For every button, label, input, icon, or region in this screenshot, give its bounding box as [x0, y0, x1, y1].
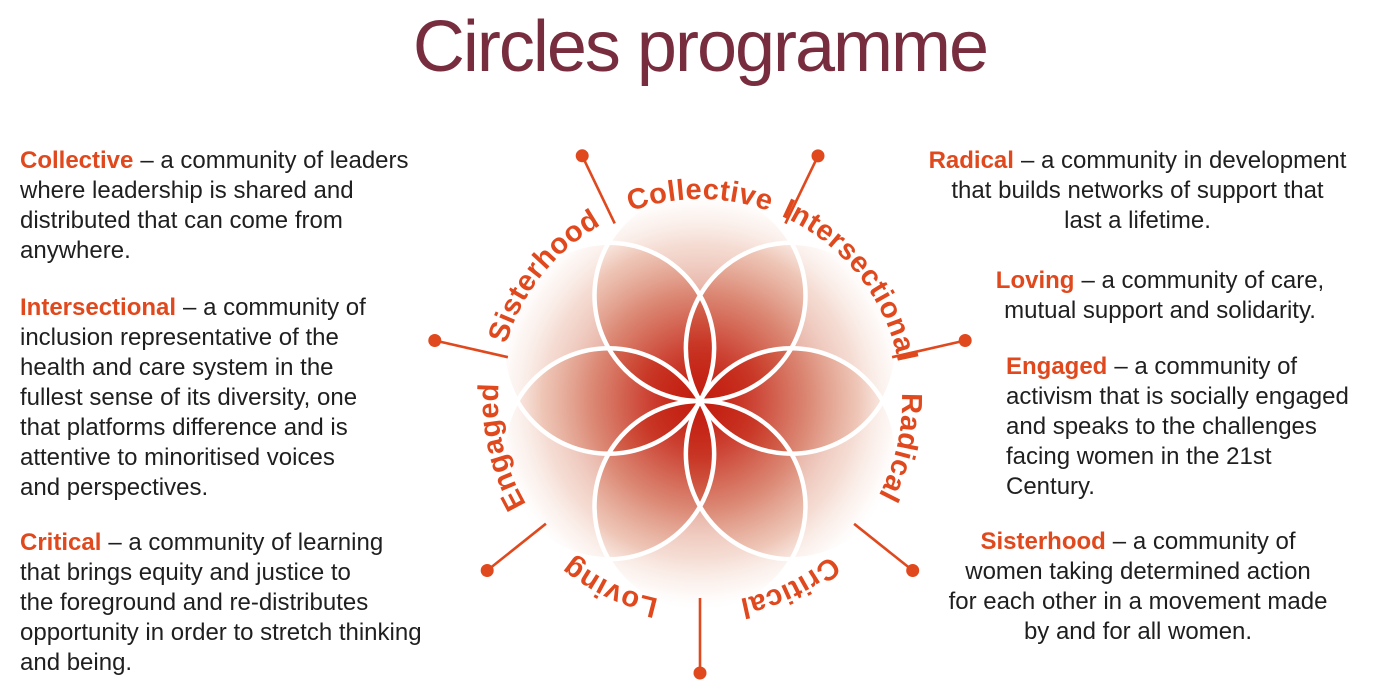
- definition-text-engaged: – a community of activism that is social…: [1006, 353, 1349, 500]
- connector-dot: [958, 334, 972, 347]
- definition-term-engaged: Engaged: [1006, 353, 1108, 380]
- connector-line: [486, 522, 547, 572]
- connector-line: [891, 339, 966, 359]
- definition-text-sisterhood: – a community of women taking determined…: [948, 528, 1328, 645]
- definition-term-intersectional: Intersectional: [20, 294, 177, 321]
- definition-text-radical: – a community in development that builds…: [951, 147, 1347, 234]
- definition-text-intersectional: – a community of inclusion representativ…: [20, 294, 366, 501]
- definition-critical: Critical– a community of learning that b…: [20, 528, 590, 678]
- connectors: [428, 149, 972, 680]
- connector-line: [581, 155, 616, 224]
- connector-dot: [428, 334, 442, 347]
- definition-term-critical: Critical: [20, 529, 102, 556]
- connector-line: [434, 339, 509, 359]
- definition-term-radical: Radical: [928, 147, 1014, 174]
- definition-collective: Collective– a community of leaders where…: [20, 146, 580, 266]
- definition-text-loving: – a community of care, mutual support an…: [1004, 267, 1325, 324]
- definition-radical: Radical– a community in development that…: [880, 146, 1395, 236]
- definition-engaged: Engaged– a community of activism that is…: [1006, 352, 1398, 502]
- connector-dot: [693, 666, 707, 680]
- definition-term-collective: Collective: [20, 147, 134, 174]
- connector-dot: [906, 564, 920, 577]
- flower-outline: [500, 240, 717, 456]
- definition-sisterhood: Sisterhood– a community of women taking …: [882, 527, 1394, 647]
- definition-intersectional: Intersectional– a community of inclusion…: [20, 293, 580, 503]
- page-title: Circles programme: [412, 7, 989, 87]
- definition-text-critical: – a community of learning that brings eq…: [20, 529, 422, 676]
- connector-line: [853, 522, 914, 572]
- definition-loving: Loving– a community of care, mutual supp…: [930, 266, 1390, 326]
- definition-term-sisterhood: Sisterhood: [980, 528, 1106, 555]
- connector-line: [784, 155, 820, 225]
- connector-dot: [480, 564, 494, 577]
- connector-dot: [575, 149, 589, 163]
- definition-term-loving: Loving: [995, 267, 1075, 294]
- connector-dot: [811, 149, 825, 163]
- definition-text-collective: – a community of leaders where leadershi…: [20, 147, 409, 264]
- flower-outline: [500, 346, 717, 562]
